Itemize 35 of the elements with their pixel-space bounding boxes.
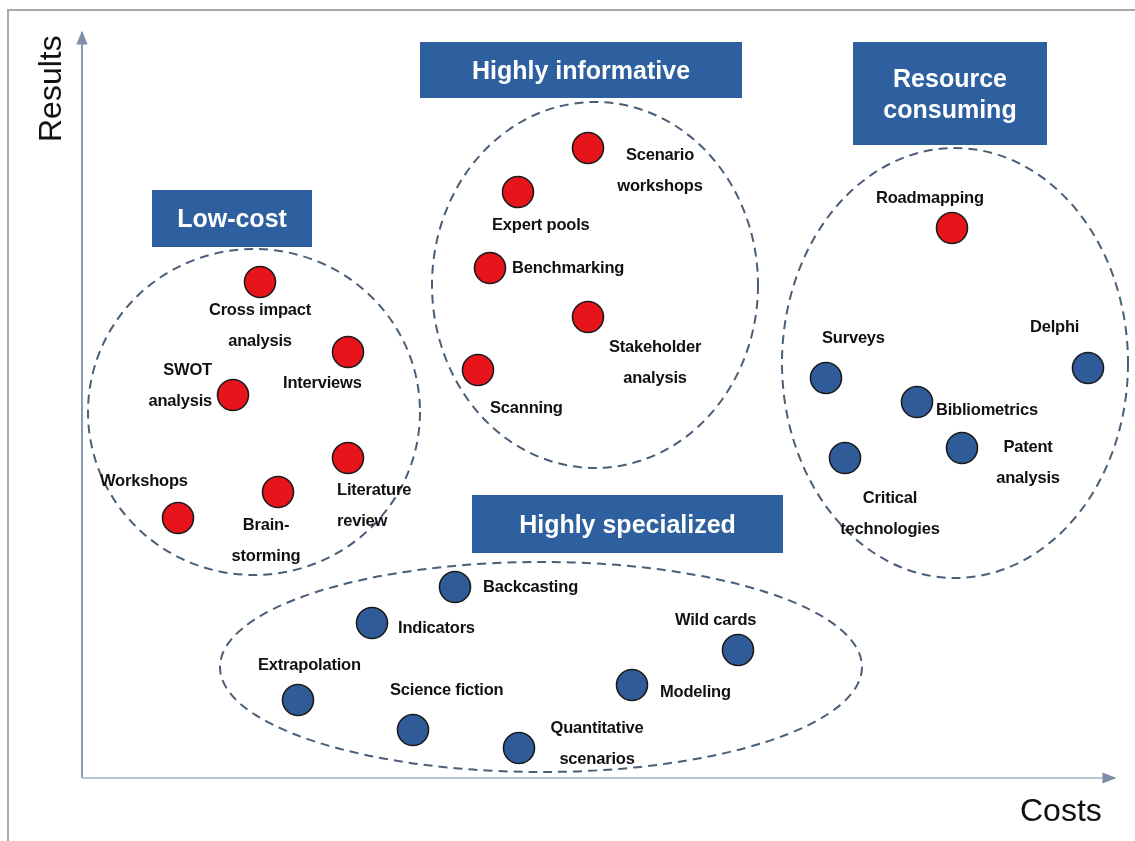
method-item (473, 251, 624, 285)
cluster-heading: Low-cost (152, 190, 312, 247)
method-label: Interviews (283, 372, 362, 393)
method-cluster (418, 40, 760, 470)
cluster-heading: Highly informative (420, 42, 742, 98)
method-cluster (86, 188, 422, 577)
method-label: Modeling (660, 681, 731, 702)
method-label: Delphi (1030, 316, 1080, 337)
method-label: Wild cards (675, 609, 757, 630)
cluster-heading: Highly specialized (472, 495, 783, 553)
method-item (438, 570, 578, 604)
method-label: Roadmapping (876, 187, 984, 208)
axis-title: Results (32, 35, 69, 142)
method-cluster (780, 40, 1130, 580)
method-label: Cross impact analysis (207, 299, 313, 351)
method-label: Scenario workshops (616, 144, 704, 196)
method-label: SWOT analysis (147, 359, 212, 411)
method-label: Backcasting (483, 576, 578, 597)
method-label: Stakeholder analysis (607, 336, 703, 388)
method-label: Science fiction (390, 679, 504, 700)
method-label: Benchmarking (512, 257, 625, 278)
method-label: Surveys (822, 327, 885, 348)
method-label: Extrapolation (258, 654, 361, 675)
cluster-heading: Resource consuming (853, 42, 1047, 145)
axis-title: Costs (1020, 792, 1102, 829)
method-label: Literature review (337, 479, 413, 531)
method-label: Expert pools (492, 214, 590, 235)
method-label: Critical technologies (839, 487, 941, 539)
method-label: Brain-storming (230, 514, 302, 566)
method-label: Workshops (100, 470, 188, 491)
method-label: Indicators (398, 617, 475, 638)
method-label: Bibliometrics (936, 399, 1038, 420)
method-label: Patent analysis (995, 436, 1061, 488)
method-label: Scanning (490, 397, 563, 418)
method-label: Quantitative scenarios (549, 717, 645, 769)
